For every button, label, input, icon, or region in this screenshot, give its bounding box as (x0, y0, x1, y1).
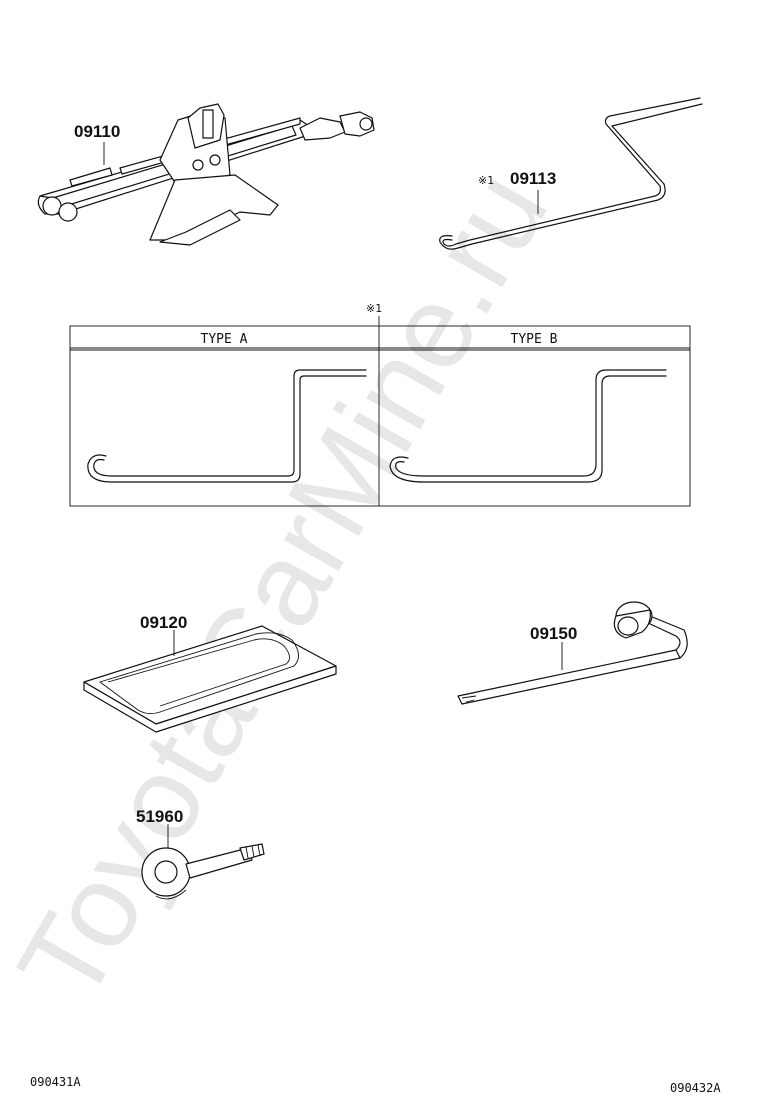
type-b-handle-drawing (389, 369, 667, 483)
jack-illustration[interactable] (37, 103, 375, 246)
footer-code-left: 090431A (30, 1075, 81, 1089)
type-a-header: TYPE A (201, 332, 248, 347)
part-number-09150[interactable]: 09150 (530, 624, 577, 643)
towing-eye-illustration[interactable] (141, 843, 265, 900)
type-a-handle-drawing (87, 369, 367, 483)
type-b-header: TYPE B (511, 332, 558, 347)
part-number-09113[interactable]: 09113 (510, 169, 556, 188)
table-ref-mark: ※1 (366, 302, 382, 315)
footer-code-right: 090432A (670, 1081, 721, 1095)
handle-note-mark: ※1 (478, 174, 494, 187)
tool-bag-illustration[interactable] (83, 625, 337, 733)
wrench-illustration[interactable] (457, 601, 688, 705)
part-number-51960[interactable]: 51960 (136, 807, 183, 826)
part-number-09120[interactable]: 09120 (140, 613, 187, 632)
watermark-text: ToyotaCarMine.ru (0, 150, 573, 1023)
type-table: ※1 TYPE A TYPE B (69, 302, 691, 507)
jack-handle-illustration[interactable] (439, 97, 703, 250)
part-number-09110[interactable]: 09110 (74, 122, 120, 141)
